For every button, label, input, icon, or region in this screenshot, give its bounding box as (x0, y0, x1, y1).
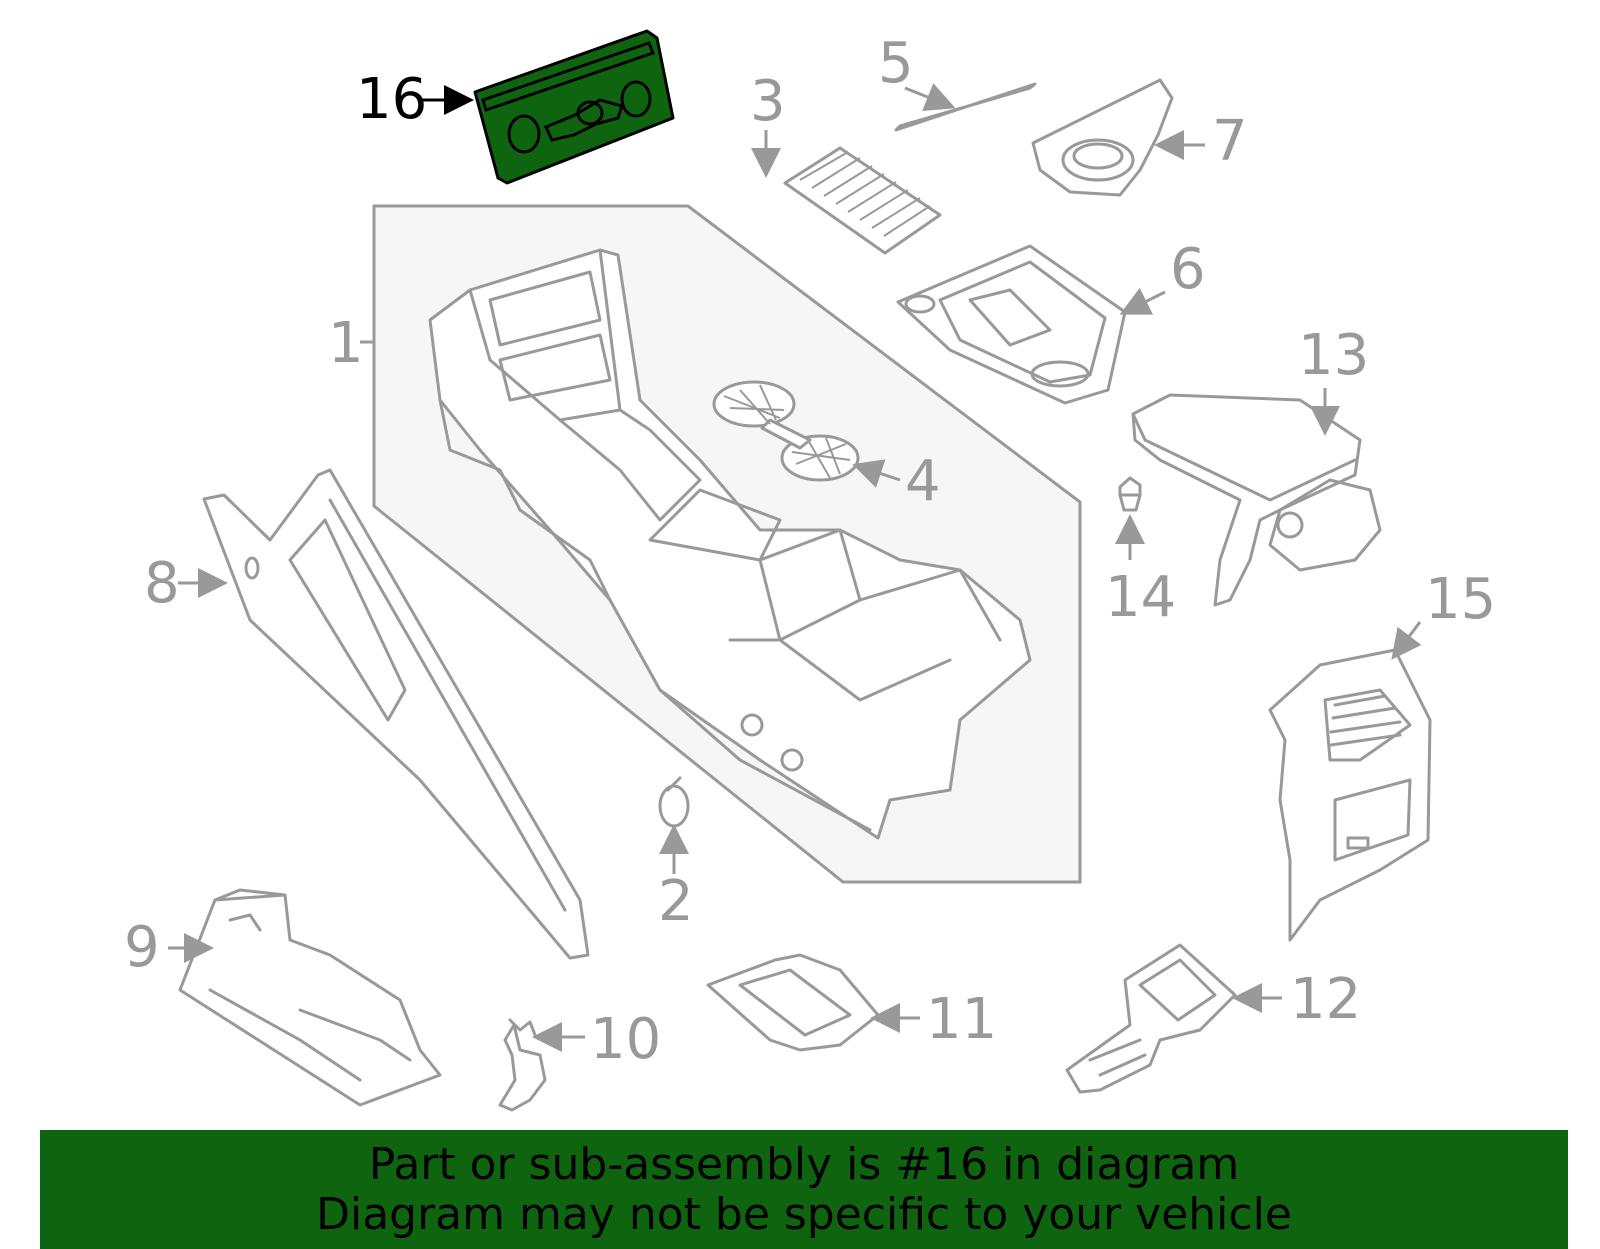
part-7-cupholder[interactable] (1031, 78, 1174, 197)
callout-7: 7 (1212, 109, 1248, 174)
banner-line-2: Diagram may not be specific to your vehi… (316, 1189, 1292, 1240)
part-5-trim-strip[interactable] (894, 82, 1037, 132)
callout-16: 16 (356, 67, 427, 132)
part-10-clip[interactable] (498, 1018, 547, 1112)
callout-14: 14 (1105, 565, 1176, 630)
part-8-side-panel[interactable] (202, 468, 590, 960)
callout-10: 10 (590, 1007, 661, 1072)
callout-3: 3 (750, 69, 786, 134)
callout-15: 15 (1425, 567, 1496, 632)
part-14-push-pin[interactable] (1118, 476, 1142, 512)
callout-9: 9 (124, 915, 160, 980)
part-6-tray[interactable] (896, 244, 1127, 405)
callout-5: 5 (878, 31, 914, 96)
part-16-climate-control[interactable] (473, 29, 675, 185)
callout-2: 2 (658, 869, 694, 934)
callout-6: 6 (1170, 237, 1206, 302)
part-1-center-console[interactable] (428, 248, 1032, 840)
part-12-shift-boot[interactable] (1065, 943, 1237, 1094)
part-9-bracket[interactable] (178, 888, 442, 1107)
callout-12: 12 (1290, 967, 1361, 1032)
callout-1: 1 (328, 311, 364, 376)
callout-8: 8 (144, 551, 180, 616)
banner-line-1: Part or sub-assembly is #16 in diagram (368, 1139, 1240, 1190)
part-4-cupholder-mat[interactable] (712, 380, 860, 482)
leader-lines (168, 83, 1422, 1052)
part-15-rear-vent-panel[interactable] (1268, 648, 1432, 942)
callout-13: 13 (1298, 323, 1369, 388)
callout-4: 4 (905, 449, 941, 514)
callout-11: 11 (926, 987, 997, 1052)
part-3-mat[interactable] (783, 146, 942, 255)
notice-banner: Part or sub-assembly is #16 in diagram D… (40, 1130, 1568, 1249)
part-11-frame[interactable] (706, 953, 880, 1052)
part-2-plug[interactable] (658, 776, 690, 828)
